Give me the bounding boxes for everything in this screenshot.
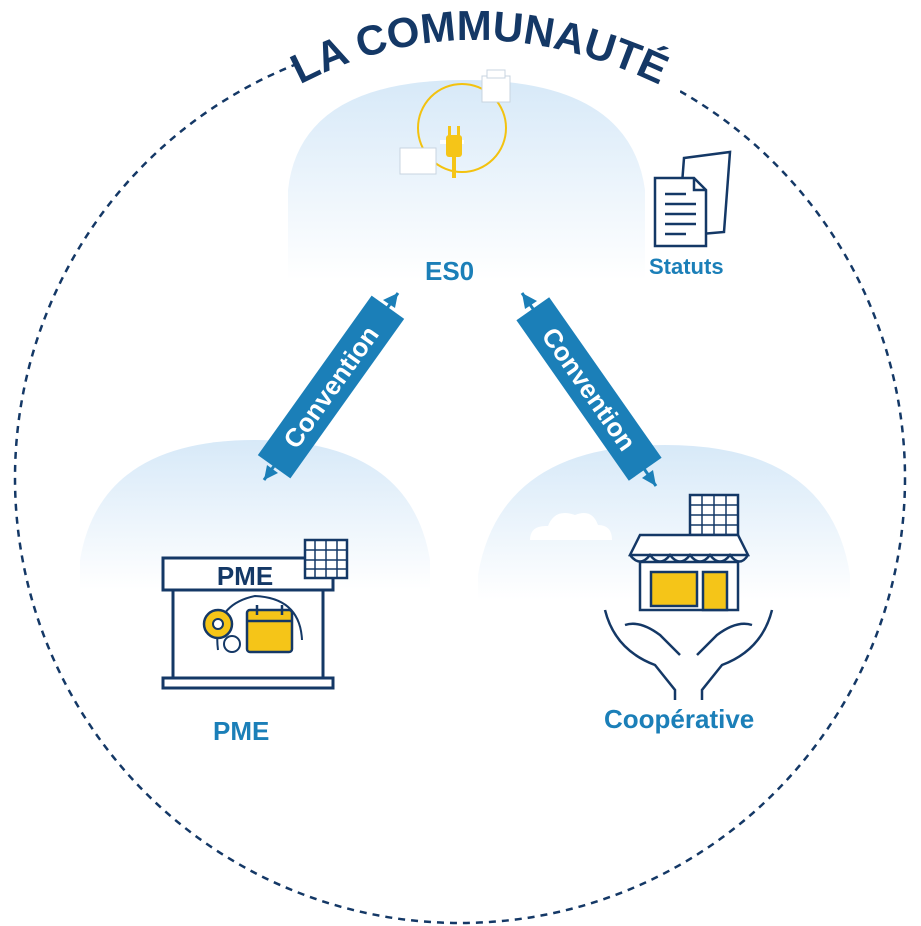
right-convention-label: Convention [536, 322, 643, 456]
cooperative-dome [478, 445, 850, 600]
document-icon [653, 150, 732, 248]
pme-label: PME [213, 716, 270, 746]
cloud-icon [530, 512, 612, 540]
left-convention-label: Convention [277, 320, 384, 454]
es0-label: ES0 [425, 256, 475, 286]
statuts-label: Statuts [649, 254, 724, 279]
es0-dome [288, 80, 645, 280]
solar-panel-icon [303, 538, 349, 580]
shop-icon [603, 493, 774, 700]
calendar-icon [245, 605, 294, 654]
energy-plug-icon [399, 69, 511, 178]
gear-icon [202, 608, 241, 653]
solar-panel-icon [688, 493, 740, 537]
pme-sign-label: PME [217, 561, 273, 591]
cooperative-label: Coopérative [604, 704, 755, 734]
